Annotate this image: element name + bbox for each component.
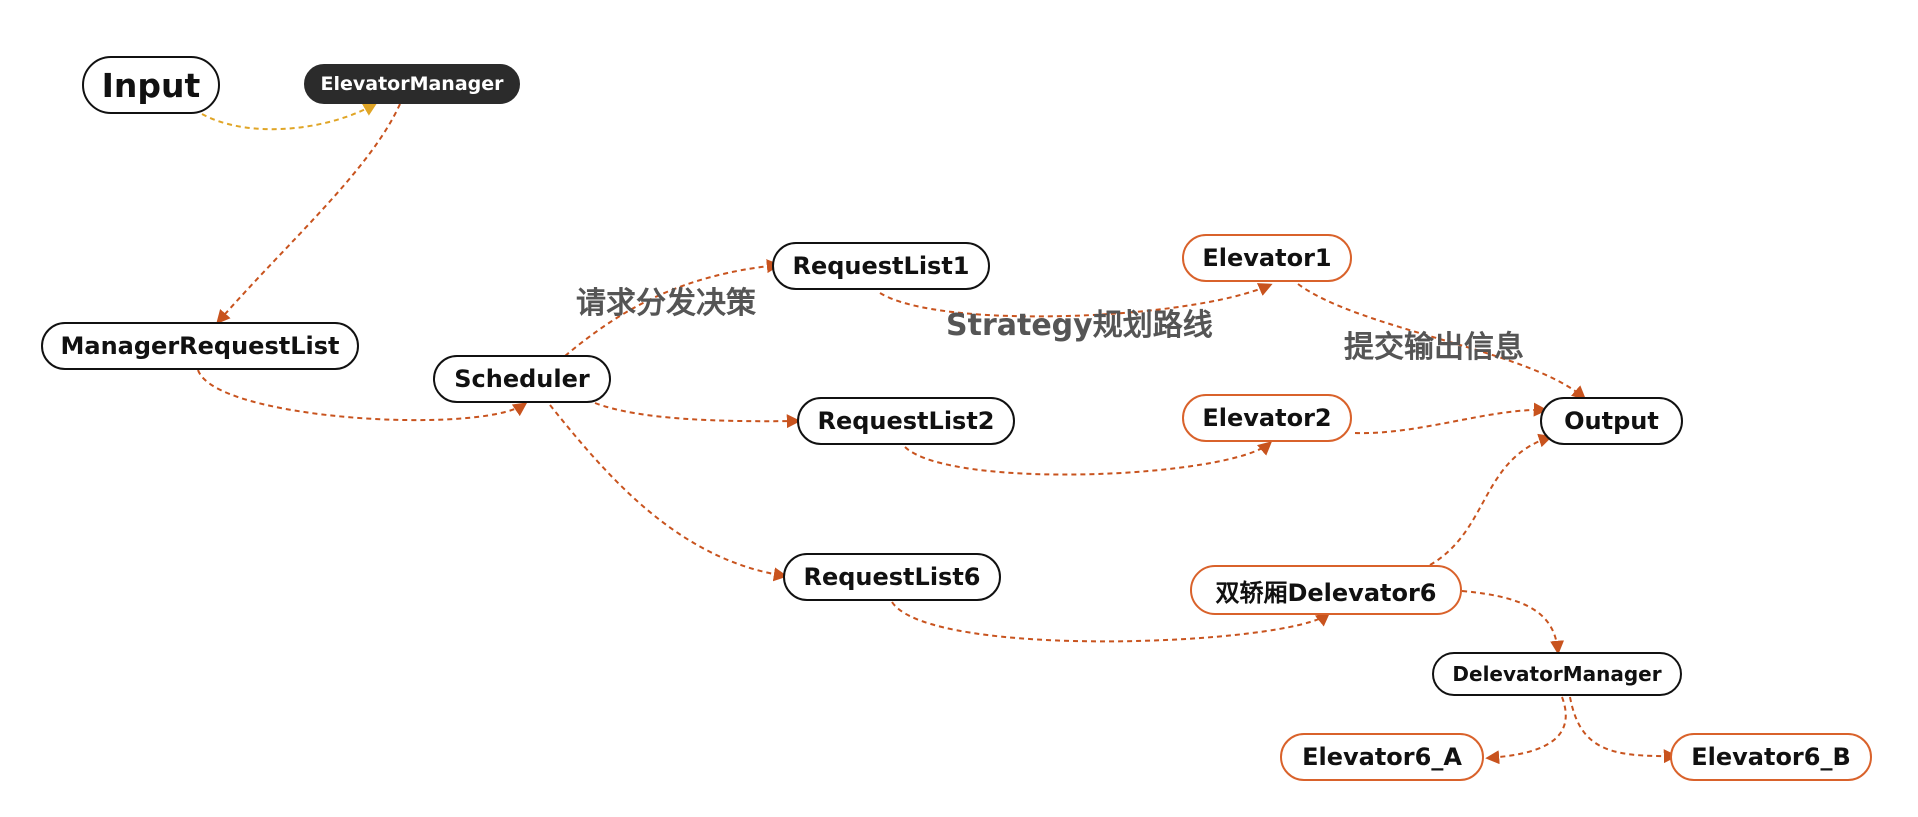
node-manager-request-list: ManagerRequestList xyxy=(41,322,359,370)
edge-label-dispatch: 请求分发决策 xyxy=(576,286,756,321)
node-elevator-6-a: Elevator6_A xyxy=(1280,733,1484,781)
edge-scheduler-to-request-list-1 xyxy=(564,259,781,357)
node-input: Input xyxy=(82,56,220,114)
edge-request-list-6-to-double-elevator-6 xyxy=(891,601,1331,643)
node-elevator-manager: ElevatorManager xyxy=(304,64,520,104)
edge-scheduler-to-request-list-2 xyxy=(594,402,801,429)
node-request-list-1: RequestList1 xyxy=(772,242,990,290)
node-delevator-manager: DelevatorManager xyxy=(1432,652,1682,696)
edge-double-elevator-6-to-output xyxy=(1429,433,1553,566)
node-elevator-2: Elevator2 xyxy=(1182,394,1352,442)
edge-elevator-manager-to-manager-request-list xyxy=(216,103,401,325)
edge-request-list-1-to-elevator-1 xyxy=(879,283,1273,318)
edge-input-to-elevator-manager xyxy=(201,102,378,131)
edge-elevator-2-to-output xyxy=(1354,402,1548,435)
edge-manager-request-list-to-scheduler xyxy=(197,369,528,422)
edge-label-submit: 提交输出信息 xyxy=(1344,330,1524,365)
node-double-elevator-6: 双轿厢Delevator6 xyxy=(1190,565,1462,615)
node-output: Output xyxy=(1540,397,1683,445)
node-request-list-6: RequestList6 xyxy=(783,553,1001,601)
node-request-list-2: RequestList2 xyxy=(797,397,1015,445)
node-elevator-1: Elevator1 xyxy=(1182,234,1352,282)
edge-scheduler-to-request-list-6 xyxy=(549,404,788,582)
edge-request-list-2-to-elevator-2 xyxy=(904,441,1273,476)
edge-label-strategy: Strategy规划路线 xyxy=(946,308,1213,343)
edge-delevator-manager-to-elevator-6-a xyxy=(1485,696,1567,765)
node-scheduler: Scheduler xyxy=(433,355,611,403)
node-elevator-6-b: Elevator6_B xyxy=(1670,733,1872,781)
edge-delevator-manager-to-elevator-6-b xyxy=(1569,696,1678,764)
edge-elevator-1-to-output xyxy=(1297,283,1587,400)
edge-double-elevator-6-to-delevator-manager xyxy=(1461,590,1565,655)
